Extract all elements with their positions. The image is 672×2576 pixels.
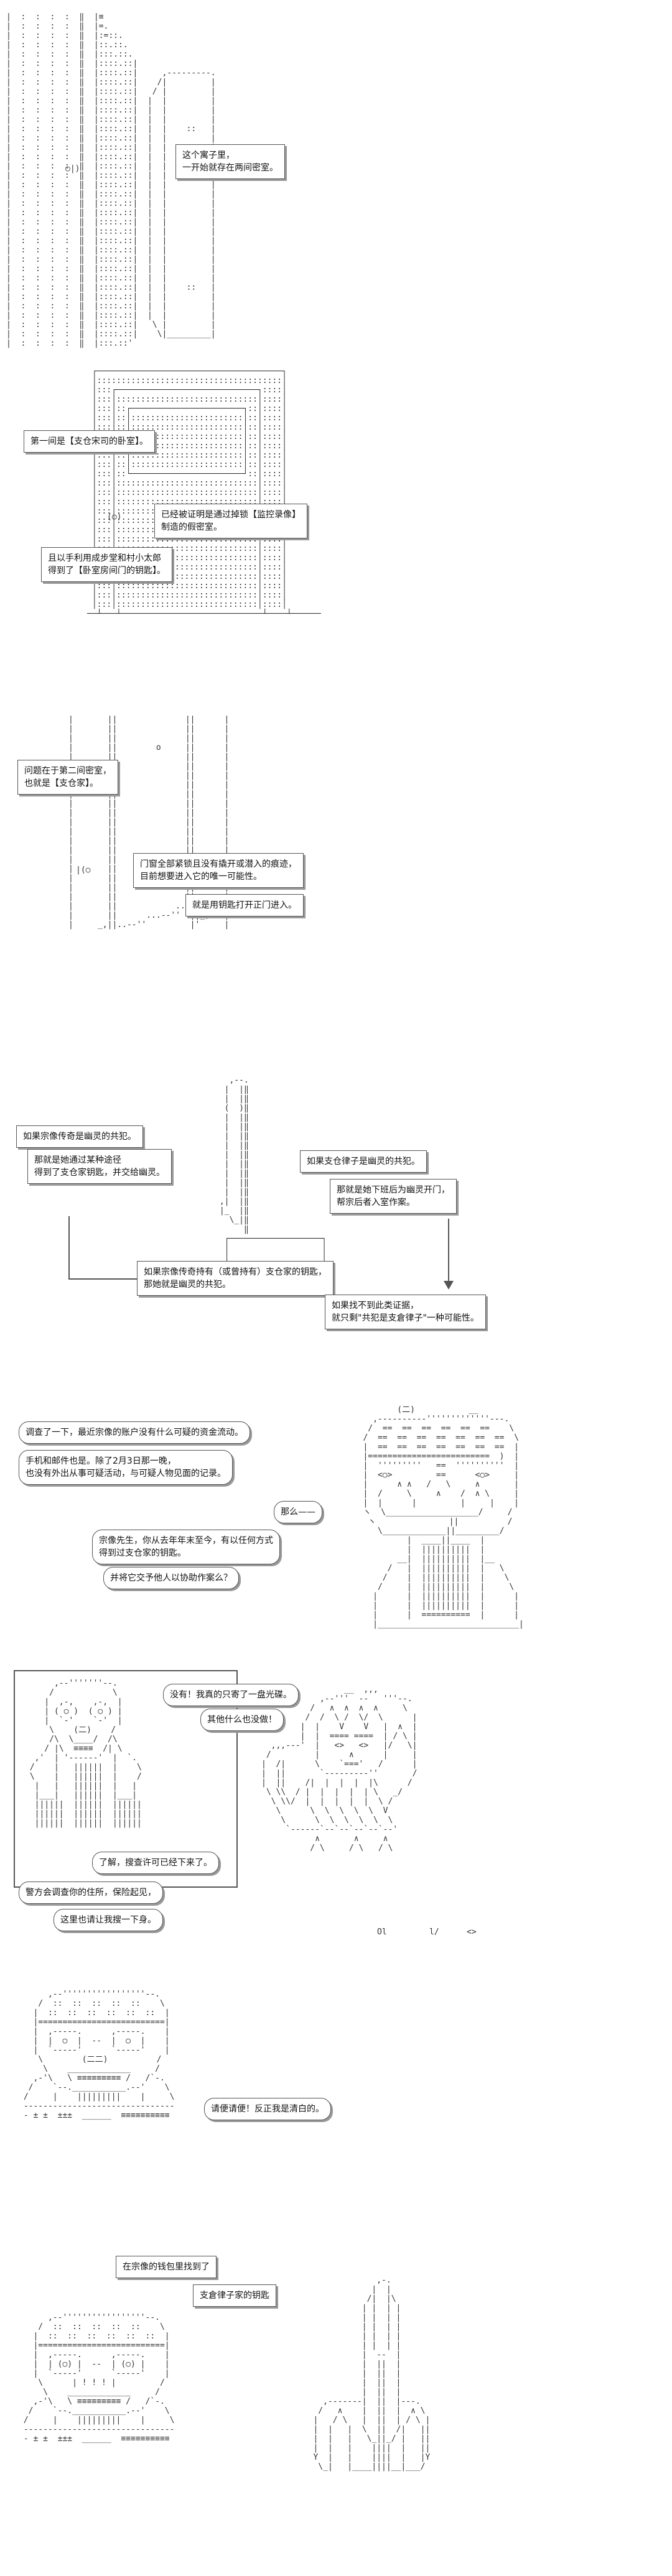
detective-holding-key-art: ,‐. | | /| |\ | | | | | | | | | | | | | … — [313, 2276, 431, 2472]
bubble-well-then: 那么—— — [274, 1501, 322, 1523]
bubble-ritsuko-opened-door: 那就是她下班后为幽灵开门， 帮宗后者入室作案。 — [330, 1179, 457, 1214]
panel-2: ┌──────────────────────────────────────┐… — [0, 361, 672, 647]
bubble-search-warrant: 了解，搜查许可已经下来了。 — [92, 1852, 219, 1874]
flow-arrow-down — [444, 1219, 454, 1290]
panel-4: ,‐‐. | |‖ | |‖ ( )‖ | |‖ | |‖ | |‖ | |‖ … — [0, 1063, 672, 1393]
doorframe-art: | : : : : ‖ |≡ | : : : : ‖ |=. | : : : :… — [6, 12, 216, 348]
bubble-two-locked-rooms: 这个寓子里， 一开始就存在两间密室。 — [175, 144, 285, 179]
bubble-found-in-wallet: 在宗像的钱包里找到了 — [116, 2256, 217, 2278]
bubble-did-you-get-key: 宗像先生，你从去年年末至今，有以任何方式 得到过支仓家的钥匙。 — [92, 1530, 280, 1564]
door-knob-mark: |(○ — [76, 866, 91, 875]
bubble-first-room: 第一间是【支仓宋司的卧室】。 — [24, 430, 155, 453]
door-key-art: ,‐‐. | |‖ | |‖ ( )‖ | |‖ | |‖ | |‖ | |‖ … — [219, 1076, 327, 1290]
mark-diamond: <> — [467, 1927, 477, 1937]
panel-3: | || || | | || || | | || || | | || o || … — [0, 653, 672, 1026]
panel-5: (二) __ ,‐‐‐‐‐‐‐‐‐‐'''''''''''''‐‐‐. / ==… — [0, 1399, 672, 1648]
panel-6: ,--'''''''--. / \ | ,-, ,-, | | ( ○ ) ( … — [0, 1666, 672, 1965]
bubble-did-nothing-else: 其他什么也没做！ — [200, 1709, 284, 1731]
flow-line-left-bottom — [68, 1278, 137, 1280]
panel-7: ,‐‐'''''''''''''''''‐‐. / :: :: :: :: ::… — [0, 1977, 672, 2576]
door-knob-mark: ○|) — [65, 164, 80, 173]
inner-frame-left — [14, 1670, 15, 1888]
bubble-munakata-got-key: 那就是她通过某种途径 得到了支仓家钥匙，并交给幽灵。 — [27, 1149, 172, 1184]
flow-line-left — [68, 1216, 70, 1278]
inner-frame-top — [14, 1670, 238, 1671]
bubble-only-sent-disc: 没有！我真的只寄了一盘光碟。 — [163, 1684, 299, 1706]
munakata-art: ,--'''''''--. / \ | ,-, ,-, | | ( ○ ) ( … — [29, 1679, 142, 1828]
bubble-i-am-innocent: 请便请便！反正我是清白的。 — [204, 2098, 331, 2120]
detective-art: (二) __ ,‐‐‐‐‐‐‐‐‐‐'''''''''''''‐‐‐. / ==… — [363, 1405, 524, 1629]
detective-search-art: __ ,,, ,‐‐''' ‐‐ '''‐‐. / ∧ ∧ ∧ ∧ \ / / … — [261, 1685, 418, 1853]
munakata-shocked-art: ,‐‐'''''''''''''''''‐‐. / :: :: :: :: ::… — [23, 2313, 175, 2444]
bubble-phone-mail-records: 手机和邮件也是。除了2月3日那一晚， 也没有外出从事可疑活动，与可疑人物见面的记… — [19, 1450, 233, 1485]
bubble-ritsuko-house-key: 支倉律子家的钥匙 — [193, 2284, 276, 2307]
panel-1: | : : : : ‖ |≡ | : : : : ‖ |=. | : : : :… — [0, 0, 672, 348]
bubble-no-evidence: 如果找不到此类证据， 就只剩"共犯是支倉律子"一种可能性。 — [325, 1295, 486, 1329]
door-knob-mark: (○) — [107, 512, 122, 522]
bubble-second-room: 问题在于第二间密室， 也就是【支仓家】。 — [17, 760, 118, 795]
mark-ol: Ol — [377, 1927, 387, 1937]
bubble-enter-with-key: 就是用钥匙打开正门进入。 — [185, 894, 304, 916]
bubble-no-suspicious-funds: 调查了一下，最近宗像的账户没有什么可疑的资金流动。 — [19, 1421, 250, 1444]
munakata-relieved-art: ,‐‐'''''''''''''''''‐‐. / :: :: :: :: ::… — [23, 1990, 175, 2120]
bubble-if-munakata-has-key: 如果宗像传奇持有（或曾持有）支仓家的钥匙， 那她就是幽灵的共犯。 — [137, 1261, 334, 1296]
bubble-got-bedroom-key: 且以手利用成步堂和村小太郎 得到了【卧室房间门的钥匙】。 — [41, 547, 172, 582]
bubble-fake-locked-room: 已经被证明是通过掉锁【监控录像】 制造的假密室。 — [154, 504, 307, 538]
bubble-no-intrusion-trace: 门窗全部紧锁且没有撬开或潜入的痕迹， 目前想要进入它的唯一可能性。 — [133, 853, 304, 888]
bubble-if-munakata-accomplice: 如果宗像传奇是幽灵的共犯。 — [16, 1125, 143, 1148]
bubble-give-to-others: 并将它交予他人以协助作案么？ — [103, 1567, 239, 1589]
inner-frame-right — [236, 1670, 238, 1888]
bubble-body-search: 这里也请让我搜一下身。 — [54, 1909, 163, 1931]
bubble-if-ritsuko-accomplice: 如果支仓律子是幽灵的共犯。 — [300, 1150, 427, 1173]
mark-l-slash: l/ — [429, 1927, 439, 1937]
bubble-police-search-home: 警方会调查你的住所，保险起见， — [19, 1881, 163, 1904]
